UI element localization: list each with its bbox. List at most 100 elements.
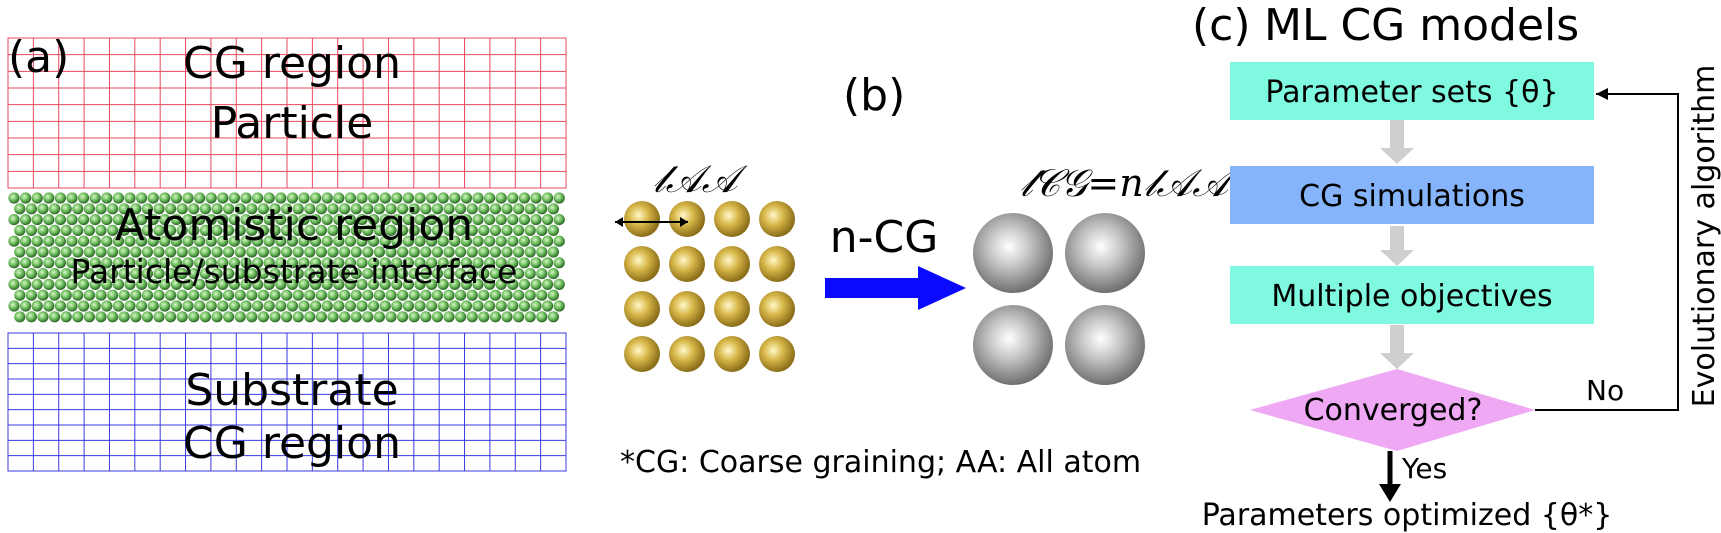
atom — [414, 278, 426, 290]
atom — [501, 203, 513, 215]
atom — [37, 246, 49, 258]
atom — [25, 311, 37, 323]
atom — [391, 278, 403, 290]
atom — [426, 214, 438, 226]
atom — [420, 224, 432, 236]
atom — [176, 289, 188, 301]
atom — [199, 268, 211, 280]
atom — [298, 192, 310, 204]
atom — [524, 289, 536, 301]
atom — [530, 300, 542, 312]
atom — [513, 268, 525, 280]
atom — [49, 311, 61, 323]
atom — [472, 257, 484, 269]
atom — [513, 224, 525, 236]
atom — [321, 235, 333, 247]
atom — [298, 300, 310, 312]
atom — [54, 214, 66, 226]
atom — [518, 257, 531, 269]
atom — [449, 257, 461, 269]
atom — [431, 224, 443, 236]
atom — [402, 278, 414, 290]
atom — [66, 300, 78, 312]
atom — [141, 203, 153, 215]
atom — [136, 192, 148, 204]
atom — [402, 235, 414, 247]
atom — [310, 214, 322, 226]
atom — [281, 203, 293, 215]
atom — [368, 214, 380, 226]
cg-bead — [973, 305, 1053, 385]
atom — [344, 278, 356, 290]
atom — [478, 203, 490, 215]
atom — [217, 300, 229, 312]
atom — [37, 289, 49, 301]
atom — [252, 300, 264, 312]
atom — [391, 214, 403, 226]
atom — [460, 257, 472, 269]
aa-atom — [669, 336, 705, 372]
aa-atom — [759, 201, 795, 237]
atom — [408, 311, 420, 323]
atom — [141, 289, 153, 301]
panel-a: (a) CG region Particle Atomistic region … — [7, 32, 567, 472]
atom — [54, 235, 66, 247]
yes-label: Yes — [1401, 452, 1447, 485]
atom — [257, 311, 269, 323]
atom — [362, 203, 374, 215]
atom — [275, 257, 287, 269]
atom — [513, 246, 525, 258]
atom — [141, 311, 153, 323]
atom — [484, 278, 496, 290]
middle-region-line1: Atomistic region — [115, 200, 473, 251]
atom — [20, 192, 32, 204]
atom — [426, 192, 438, 204]
atom — [449, 278, 461, 290]
atom — [281, 246, 293, 258]
atom — [489, 246, 501, 258]
atom — [344, 300, 356, 312]
atom — [159, 192, 171, 204]
atom — [402, 257, 414, 269]
evolutionary-algorithm-label: Evolutionary algorithm — [1687, 65, 1721, 408]
converged-label: Converged? — [1304, 393, 1483, 428]
atom — [373, 246, 385, 258]
atom — [333, 214, 345, 226]
atom — [188, 246, 200, 258]
atom — [547, 268, 560, 280]
atom — [315, 224, 327, 236]
atom — [466, 224, 478, 236]
atom — [397, 268, 409, 280]
atom — [414, 235, 426, 247]
atom — [147, 214, 159, 226]
atom — [66, 278, 78, 290]
atom — [153, 224, 165, 236]
top-region-line1: CG region — [183, 38, 401, 89]
atom — [217, 278, 229, 290]
atom — [240, 300, 252, 312]
atom — [542, 257, 554, 269]
atom — [136, 257, 148, 269]
atom — [408, 289, 420, 301]
atom — [443, 268, 455, 280]
atom — [159, 214, 171, 226]
atom — [379, 278, 391, 290]
atom — [205, 235, 217, 247]
atom — [368, 278, 380, 290]
atom — [495, 192, 507, 204]
atom — [223, 289, 235, 301]
atom — [333, 192, 345, 204]
top-region-line2: Particle — [211, 98, 374, 149]
atom — [327, 203, 339, 215]
atom — [536, 203, 548, 215]
atom — [513, 289, 525, 301]
atom — [321, 214, 333, 226]
atom — [78, 300, 90, 312]
atom — [385, 224, 397, 236]
atomistic-layer — [8, 192, 565, 323]
atom — [83, 311, 95, 323]
atom — [43, 278, 55, 290]
atom — [281, 268, 293, 280]
atom — [298, 214, 310, 226]
atom — [54, 300, 66, 312]
